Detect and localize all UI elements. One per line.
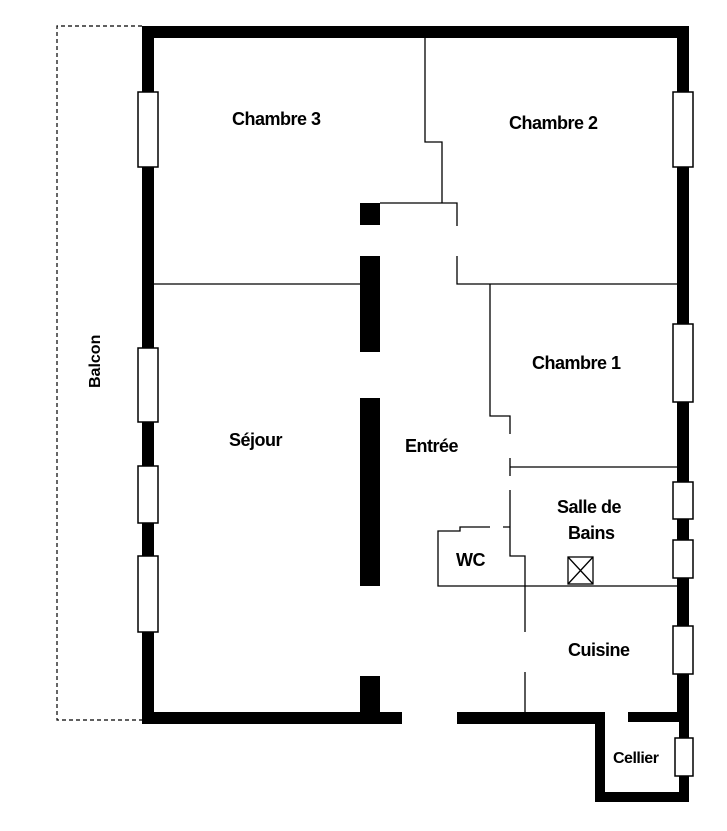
wall-bottom-right <box>457 712 605 724</box>
window-sejour-2 <box>137 465 159 524</box>
window-sejour-3 <box>137 555 159 633</box>
balcony-outline <box>56 25 142 721</box>
outer-walls <box>142 26 689 802</box>
cellier-wall-top <box>628 712 679 722</box>
label-chambre1: Chambre 1 <box>532 353 621 373</box>
label-salle-line2: Bains <box>568 523 615 543</box>
label-sejour: Séjour <box>229 430 283 450</box>
window-salle-1 <box>672 481 694 520</box>
spine-wall <box>360 203 380 712</box>
cellier-wall-bottom <box>595 792 689 802</box>
partitions <box>154 38 677 712</box>
label-chambre2: Chambre 2 <box>509 113 598 133</box>
spine-wall-segment <box>360 256 380 352</box>
label-entree: Entrée <box>405 436 459 456</box>
wall-bottom-left <box>142 712 402 724</box>
label-chambre3: Chambre 3 <box>232 109 321 129</box>
window-cuisine <box>672 625 694 675</box>
spine-wall-segment <box>360 398 380 586</box>
partition-wc <box>437 526 525 587</box>
window-chambre3 <box>137 91 159 168</box>
label-cellier: Cellier <box>613 750 659 767</box>
wall-top <box>142 26 689 38</box>
ventilation-cross <box>567 556 594 585</box>
ventilation-box <box>567 556 594 585</box>
partition-chambre1-left <box>489 284 511 434</box>
partition-chambre3-chambre2 <box>424 38 443 203</box>
window-salle-2 <box>672 539 694 579</box>
window-sejour-1 <box>137 347 159 423</box>
label-salle-line1: Salle de <box>557 497 622 517</box>
cellier-wall-left <box>595 712 605 802</box>
window-chambre1 <box>672 323 694 403</box>
partition-salle-top <box>509 458 677 476</box>
partition-chambre2-bottom <box>456 256 677 285</box>
spine-wall-segment <box>360 676 380 712</box>
window-chambre2 <box>672 91 694 168</box>
partition-salle-left <box>509 490 677 587</box>
windows <box>137 91 694 777</box>
label-balcon: Balcon <box>87 335 104 388</box>
ventilation-icon <box>567 556 594 585</box>
label-wc: WC <box>456 550 485 570</box>
partition-corridor-top <box>380 202 458 226</box>
label-cuisine: Cuisine <box>568 640 630 660</box>
window-cellier <box>674 737 694 777</box>
spine-wall-segment <box>360 203 380 225</box>
